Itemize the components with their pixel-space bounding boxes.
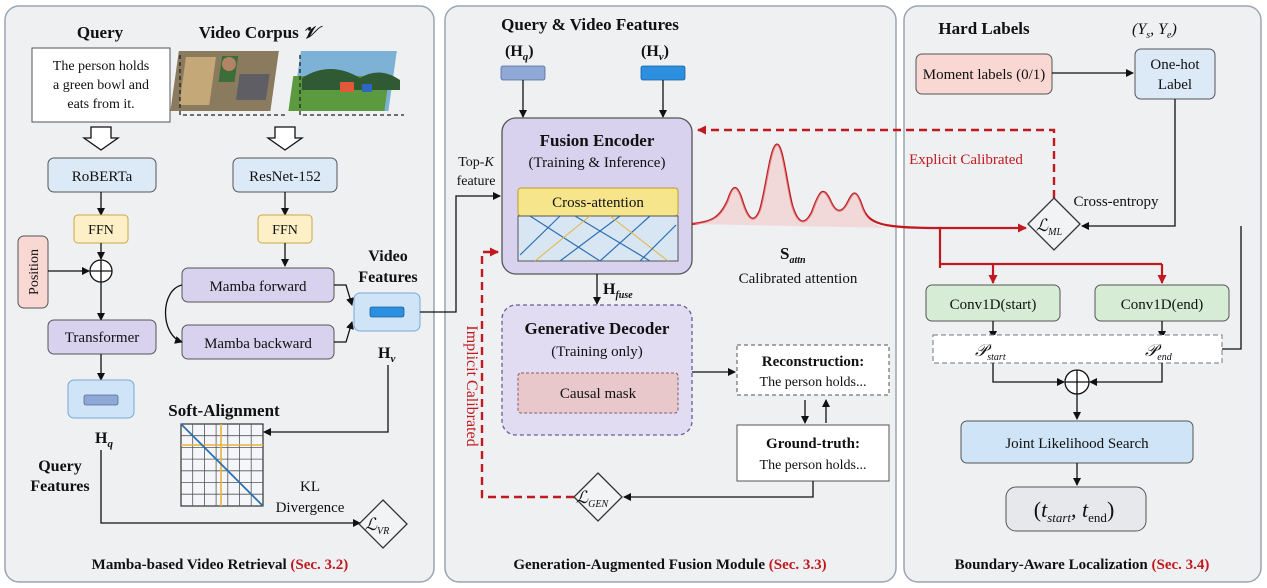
query-text-line2: a green bowl and — [53, 78, 149, 93]
arrow-onehot-lml — [1081, 99, 1176, 230]
s-attn-label: Sattn — [780, 244, 806, 266]
fusion-encoder-subtitle: (Training & Inference) — [529, 155, 666, 171]
reconstruction-box — [736, 344, 890, 396]
query-features-line1: Query — [38, 458, 82, 475]
hq-mid-label: (Hq) — [505, 43, 534, 63]
ys-ye-label: (Ys, Ye) — [1132, 21, 1177, 41]
explicit-calibrated-label: Explicit Calibrated — [909, 152, 1023, 168]
hv-mid-bar — [640, 65, 686, 81]
one-hot-line2: Label — [1158, 77, 1192, 93]
transformer-label: Transformer — [65, 330, 139, 346]
probability-box — [932, 334, 1223, 364]
arrow-forward-backward — [164, 284, 183, 344]
reconstruction-title: Reconstruction: — [762, 354, 864, 370]
query-title: Query — [77, 23, 124, 42]
calibrated-attention-label: Calibrated attention — [739, 271, 858, 287]
explicit-calibrated-arrow — [697, 125, 1056, 198]
video-features-line2: Features — [358, 269, 417, 286]
hv-label: Hv — [378, 345, 395, 365]
query-text-box — [31, 47, 171, 123]
fusion-encoder-title: Fusion Encoder — [540, 131, 655, 150]
generative-decoder-title: Generative Decoder — [525, 319, 670, 338]
ground-truth-box — [736, 424, 890, 482]
cross-entropy-label: Cross-entropy — [1074, 194, 1159, 210]
arrow-hv-matrix — [263, 365, 389, 436]
hq-feature-bar — [83, 394, 119, 406]
ground-truth-title: Ground-truth: — [766, 436, 860, 452]
moment-labels-box — [915, 53, 1053, 95]
resnet-label: ResNet-152 — [249, 169, 321, 185]
causal-mask-box — [517, 372, 679, 414]
ffn-query-label: FFN — [88, 223, 114, 238]
arrow-video-fusion — [420, 192, 501, 313]
video-features-line1: Video — [368, 248, 407, 265]
query-text-line3: eats from it. — [67, 97, 134, 112]
arrow-pend-plus — [1089, 363, 1163, 386]
generative-decoder-subtitle: (Training only) — [551, 344, 643, 360]
kl-line1: KL — [300, 479, 320, 495]
output-box — [1005, 486, 1147, 532]
ffn-video-label: FFN — [272, 223, 298, 238]
svg-text:ℒGEN: ℒGEN — [576, 488, 610, 510]
hv-mid-label: (Hv) — [641, 43, 669, 63]
causal-mask-label: Causal mask — [560, 386, 637, 402]
hollow-arrow-query — [81, 126, 121, 151]
arrow-p-lml — [1222, 226, 1242, 350]
joint-search-label: Joint Likelihood Search — [1005, 436, 1149, 452]
conv-end-label: Conv1D(end) — [1121, 297, 1204, 313]
video-thumbnail-1 — [170, 51, 286, 116]
add-operator-right-icon — [1064, 369, 1090, 395]
add-operator-icon — [89, 259, 113, 283]
loss-ml-diamond: ℒML — [1027, 197, 1081, 251]
cross-attention-lines — [517, 215, 679, 262]
mamba-forward-label: Mamba forward — [209, 279, 307, 295]
roberta-box — [47, 157, 157, 193]
arrow-pstart-plus — [992, 363, 1065, 386]
mamba-backward-label: Mamba backward — [204, 336, 312, 352]
implicit-calibrated-arrow — [480, 247, 574, 499]
soft-alignment-title: Soft-Alignment — [168, 401, 280, 420]
query-features-line2: Features — [30, 478, 89, 495]
kl-line2: Divergence — [276, 500, 345, 516]
arrow-forward-video — [334, 284, 354, 306]
arrow-gt-lgen — [623, 481, 814, 501]
ground-truth-text: The person holds... — [760, 458, 867, 473]
reconstruction-text: The person holds... — [760, 375, 867, 390]
alignment-matrix — [180, 423, 264, 507]
video-thumbnail-2 — [288, 51, 404, 116]
hollow-arrow-video — [265, 126, 305, 151]
topk-line1: Top-K — [458, 155, 494, 170]
corpus-title: Video Corpus 𝒱 — [199, 23, 323, 42]
topk-line2: feature — [457, 174, 496, 189]
svg-text:ℒVR: ℒVR — [365, 515, 389, 537]
query-text-line1: The person holds — [53, 59, 149, 74]
conv-start-label: Conv1D(start) — [950, 297, 1037, 313]
hard-labels-title: Hard Labels — [938, 19, 1030, 38]
panel-fusion — [444, 5, 897, 583]
arrow-backward-video — [334, 321, 354, 343]
moment-labels-label: Moment labels (0/1) — [923, 67, 1045, 83]
loss-vr-diamond: ℒVR — [358, 499, 408, 549]
query-video-features-title: Query & Video Features — [501, 15, 679, 34]
output-label: (tstart, tend) — [1034, 497, 1115, 525]
position-box — [17, 235, 49, 309]
h-fuse-label: Hfuse — [603, 281, 633, 301]
transformer-box — [47, 319, 157, 355]
roberta-label: RoBERTa — [72, 169, 133, 185]
arrow-hq-kl — [100, 450, 361, 527]
cross-attention-label: Cross-attention — [552, 195, 644, 211]
hq-mid-bar — [500, 65, 546, 81]
footer-localization: Boundary-Aware Localization (Sec. 3.4) — [955, 557, 1210, 573]
calibrated-attention-fill — [692, 144, 892, 228]
hv-feature-bar — [369, 306, 405, 318]
position-label: Position — [27, 249, 42, 295]
hq-label: Hq — [95, 430, 113, 450]
implicit-calibrated-label: Implicit Calibrated — [463, 325, 480, 446]
svg-text:ℒML: ℒML — [1036, 216, 1063, 238]
footer-retrieval: Mamba-based Video Retrieval (Sec. 3.2) — [92, 557, 349, 573]
footer-fusion: Generation-Augmented Fusion Module (Sec.… — [513, 557, 826, 573]
loss-gen-diamond: ℒGEN — [573, 472, 623, 522]
one-hot-line1: One-hot — [1150, 57, 1200, 73]
